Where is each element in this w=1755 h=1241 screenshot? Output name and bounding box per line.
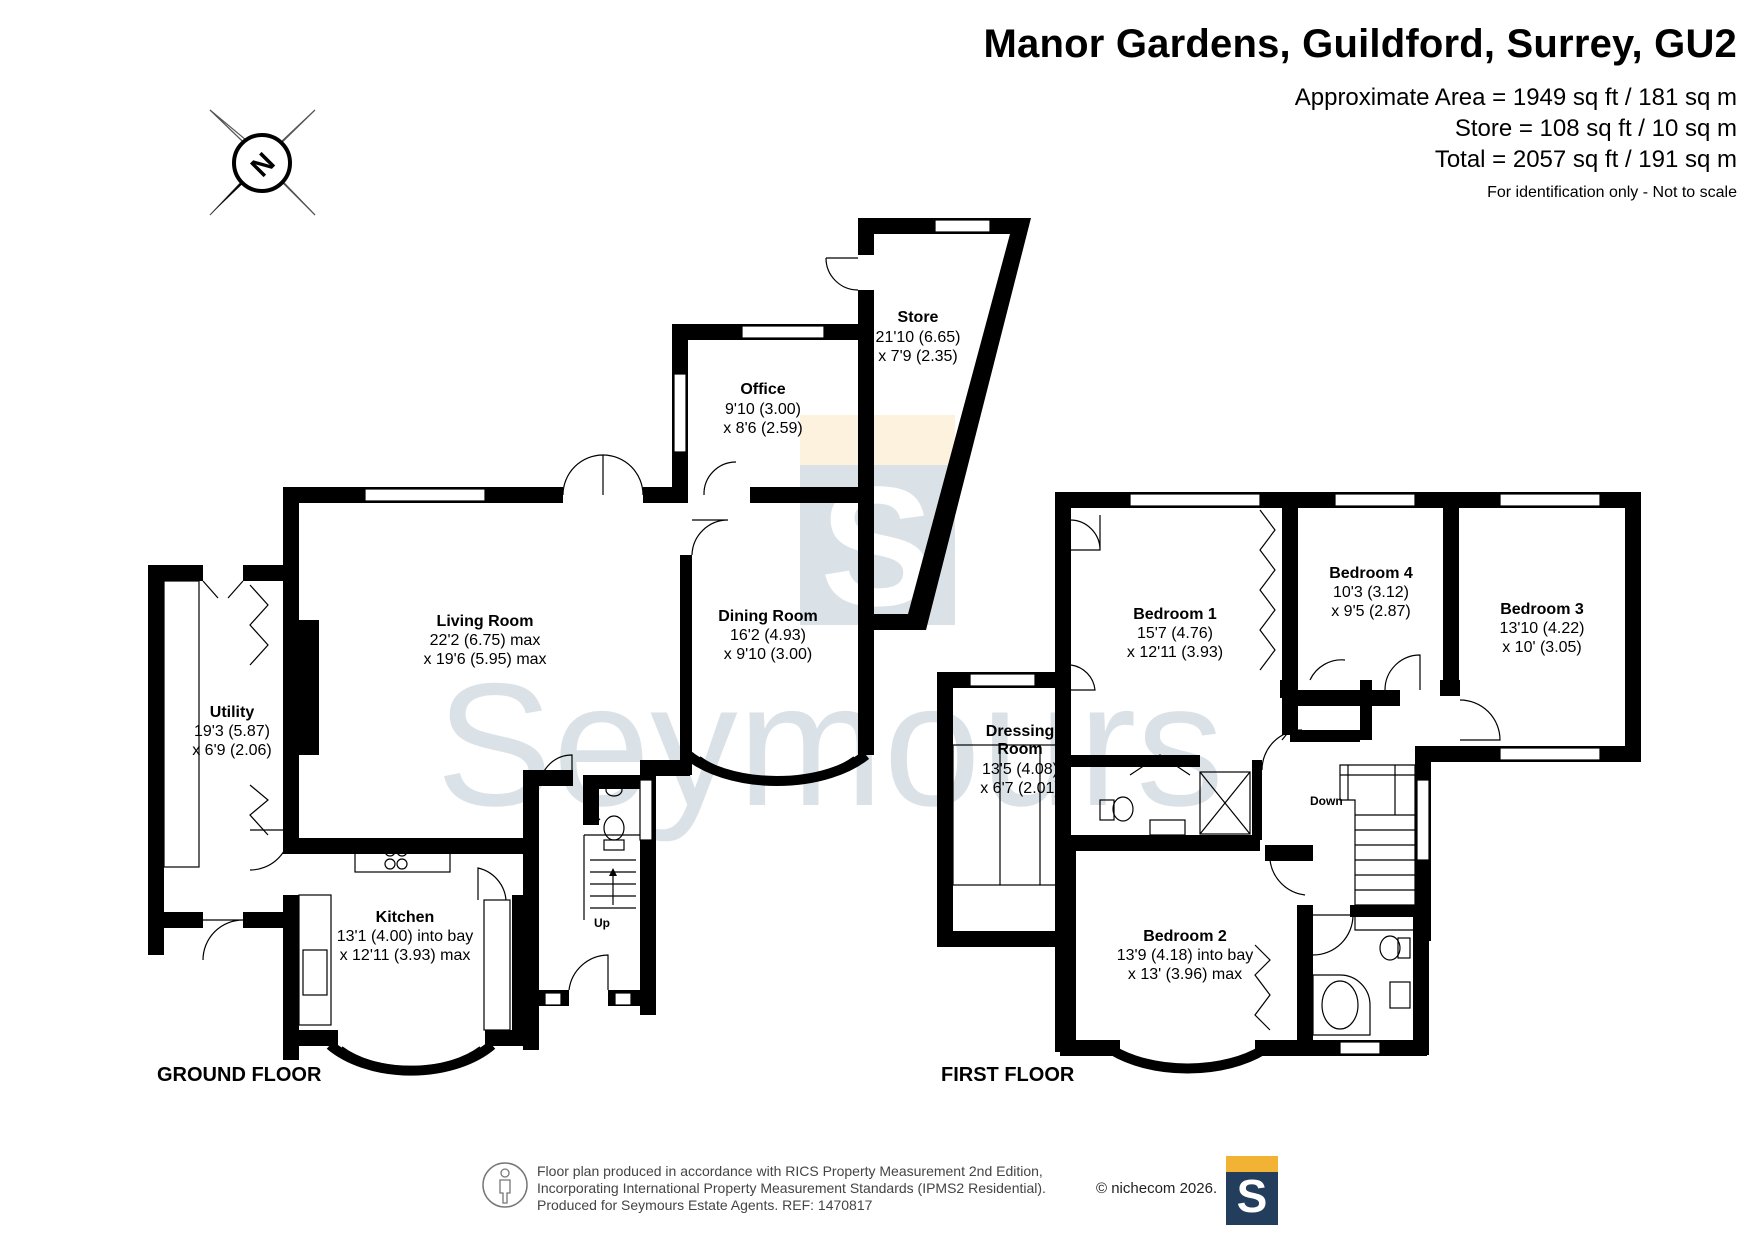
footer-note: Floor plan produced in accordance with R… (537, 1163, 1046, 1214)
room-dim-utility-1: 19'3 (5.87) (194, 723, 270, 740)
room-dim-dressing-1: 13'5 (4.08) (982, 761, 1058, 778)
room-name-bedroom2: Bedroom 2 (1143, 928, 1227, 945)
room-dim-office-2: x 8'6 (2.59) (723, 420, 803, 437)
room-name-dining: Dining Room (718, 608, 818, 625)
room-name-dressing: Dressing (986, 723, 1054, 740)
first-floor-plan: Down (937, 492, 1641, 1074)
room-dim-living-2: x 19'6 (5.95) max (423, 651, 546, 668)
room-dim-dressing-2: x 6'7 (2.01) (980, 780, 1060, 797)
footer-line-2: Incorporating International Property Mea… (537, 1180, 1046, 1196)
room-dim-living-1: 22'2 (6.75) max (430, 632, 541, 649)
watermark-text: Seymours (436, 648, 1224, 843)
seymours-logo-letter: S (1236, 1170, 1268, 1222)
room-dim-bedroom3-2: x 10' (3.05) (1502, 639, 1582, 656)
room-name-office: Office (740, 381, 785, 398)
room-name-dressing-2: Room (997, 741, 1042, 758)
person-icon (482, 1162, 528, 1208)
room-name-bedroom3: Bedroom 3 (1500, 601, 1584, 618)
ground-floor-plan (148, 218, 1031, 1076)
room-name-kitchen: Kitchen (376, 909, 435, 926)
room-name-store: Store (898, 309, 939, 326)
room-dim-bedroom1-1: 15'7 (4.76) (1137, 625, 1213, 642)
stairs-up-icon (590, 859, 636, 909)
ground-floor-labels: Store 21'10 (6.65) x 7'9 (2.35) Office 9… (157, 309, 960, 1086)
room-dim-bedroom2-1: 13'9 (4.18) into bay (1117, 947, 1253, 964)
room-name-utility: Utility (210, 704, 255, 721)
stairs-down-label: Down (1310, 794, 1343, 808)
room-dim-bedroom1-2: x 12'11 (3.93) (1127, 644, 1223, 661)
room-dim-bedroom4-1: 10'3 (3.12) (1333, 584, 1409, 601)
first-floor-label: FIRST FLOOR (941, 1064, 1075, 1086)
footer-line-1: Floor plan produced in accordance with R… (537, 1163, 1043, 1179)
room-dim-store-2: x 7'9 (2.35) (878, 348, 958, 365)
room-dim-dining-1: 16'2 (4.93) (730, 627, 806, 644)
footer-line-3: Produced for Seymours Estate Agents. REF… (537, 1197, 873, 1213)
room-name-bedroom1: Bedroom 1 (1133, 606, 1217, 623)
room-dim-store-1: 21'10 (6.65) (876, 329, 961, 346)
room-dim-bedroom2-2: x 13' (3.96) max (1128, 966, 1242, 983)
stairs-down-icon (1339, 764, 1416, 931)
total-area: Total = 2057 sq ft / 191 sq m (1434, 146, 1737, 173)
room-dim-bedroom3-1: 13'10 (4.22) (1500, 620, 1585, 637)
room-name-living: Living Room (437, 613, 534, 630)
room-dim-dining-2: x 9'10 (3.00) (724, 646, 812, 663)
property-title: Manor Gardens, Guildford, Surrey, GU2 (983, 22, 1737, 66)
stairs-up-label: Up (594, 916, 610, 930)
room-dim-office-1: 9'10 (3.00) (725, 401, 801, 418)
room-dim-bedroom4-2: x 9'5 (2.87) (1331, 603, 1411, 620)
ground-floor-label: GROUND FLOOR (157, 1064, 322, 1086)
room-dim-kitchen-2: x 12'11 (3.93) max (340, 947, 471, 964)
room-dim-utility-2: x 6'9 (2.06) (192, 742, 272, 759)
compass-icon: N (209, 109, 316, 216)
seymours-logo: S (1226, 1156, 1278, 1225)
room-name-bedroom4: Bedroom 4 (1329, 565, 1413, 582)
nichecom-brand: © nichecom 2026. (1096, 1180, 1218, 1197)
disclaimer: For identification only - Not to scale (1487, 184, 1737, 201)
room-dim-kitchen-1: 13'1 (4.00) into bay (337, 928, 473, 945)
first-floor-labels: Bedroom 1 15'7 (4.76) x 12'11 (3.93) Bed… (941, 565, 1584, 1086)
approximate-area: Approximate Area = 1949 sq ft / 181 sq m (1294, 84, 1737, 111)
store-area: Store = 108 sq ft / 10 sq m (1454, 115, 1737, 142)
